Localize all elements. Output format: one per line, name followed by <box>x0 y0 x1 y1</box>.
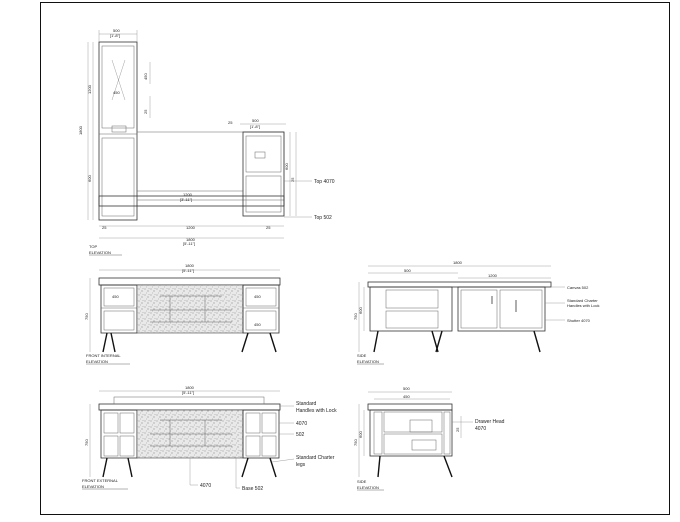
callout-canvas-502: Canvas 502 <box>567 285 589 290</box>
dim-sb-height-2: 600 <box>358 431 363 438</box>
view-title-fi-2: ELEVATION <box>86 359 108 364</box>
view-title-sb-1: SIDE <box>357 479 367 484</box>
dim-top-width-ft: [1'-8"] <box>110 33 120 38</box>
dim-top-right-a: 25 <box>228 120 233 125</box>
callout-standard-handles-1: Standard <box>296 401 317 407</box>
side-elevation-bottom: 500 450 750 600 25 Drawer Head 4070 SIDE… <box>353 386 505 491</box>
dim-top-overall-ft: [5'-11"] <box>183 241 195 246</box>
dim-top-depth-3: 600 <box>87 175 92 182</box>
callout-base-4070: 4070 <box>200 483 211 489</box>
view-title-fe-1: FRONT EXTERNAL <box>82 478 119 483</box>
callout-fe-4070: 4070 <box>296 421 307 427</box>
view-title-top-1: TOP <box>89 244 97 249</box>
dim-top-mid-ft: [3'-11"] <box>180 197 192 202</box>
callout-std-charter-handles-1: Standard Charter <box>567 298 598 303</box>
callout-base-502: Base 502 <box>242 486 263 492</box>
dim-top-bottom-a: 25 <box>102 225 107 230</box>
view-title-fi-1: FRONT INTERNAL <box>86 353 121 358</box>
dim-st-left: 500 <box>404 268 411 273</box>
callout-top-502: Top 502 <box>314 215 332 221</box>
dim-top-bottom-b: 1200 <box>186 225 196 230</box>
dim-top-inner-b: 25 <box>143 109 148 114</box>
dim-top-inner-a: 450 <box>143 73 148 80</box>
dim-top-right-b-ft: [1'-8"] <box>250 124 260 129</box>
callout-shutter-4070: Shutter 4070 <box>567 318 591 323</box>
dim-top-depth-2: 1200 <box>87 84 92 94</box>
dim-fi-drawer-a: 450 <box>112 294 119 299</box>
dim-fe-height: 750 <box>84 439 89 446</box>
dim-sb-overall: 500 <box>403 386 410 391</box>
dim-top-mid: 1200 <box>183 192 193 197</box>
side-elevation-top: 1800 500 1200 750 600 Canvas 502 Standar… <box>353 260 599 365</box>
dim-top-depth: 1800 <box>78 125 83 135</box>
dim-fi-drawer-b: 450 <box>254 294 261 299</box>
dim-top-bottom-c: 25 <box>266 225 271 230</box>
view-title-fe-2: ELEVATION <box>82 484 104 489</box>
view-title-st-1: SIDE <box>357 353 367 358</box>
front-external-elevation: 1800 [5'-11"] 750 Standard Handles with … <box>82 385 337 492</box>
front-internal-elevation: 1800 [5'-11"] 750 450 450 450 FRONT INTE… <box>84 263 281 365</box>
callout-drawer-head-2: 4070 <box>475 426 486 432</box>
dim-top-right-v2: 25 <box>290 177 295 182</box>
dim-top-width: 500 <box>113 28 120 33</box>
dim-sb-drawer: 25 <box>455 427 460 432</box>
dim-top-right-b: 500 <box>252 118 259 123</box>
sheet-border <box>40 2 670 515</box>
dim-st-right: 1200 <box>488 273 498 278</box>
dim-fe-overall: 1800 <box>185 385 195 390</box>
view-title-sb-2: ELEVATION <box>357 485 379 490</box>
dim-fi-overall: 1800 <box>185 263 195 268</box>
dim-st-overall: 1800 <box>453 260 463 265</box>
dim-top-inner-c: 450 <box>113 90 120 95</box>
view-title-st-2: ELEVATION <box>357 359 379 364</box>
callout-std-charter-handles-2: Handles with Lock <box>567 303 599 308</box>
callout-legs-2: legs <box>296 462 306 468</box>
callout-drawer-head-1: Drawer Head <box>475 419 505 425</box>
dim-sb-height: 750 <box>353 439 358 446</box>
dim-fi-overall-ft: [5'-11"] <box>182 268 194 273</box>
top-elevation: 500 [1'-8"] 1800 1200 600 450 25 450 25 … <box>78 28 335 256</box>
callout-legs-1: Standard Charter <box>296 455 335 461</box>
callout-fe-502: 502 <box>296 432 305 438</box>
callout-top-4070: Top 4070 <box>314 179 335 185</box>
dim-top-overall: 1800 <box>186 237 196 242</box>
dim-fi-height: 750 <box>84 313 89 320</box>
callout-standard-handles-2: Handles with Lock <box>296 408 337 414</box>
dim-fe-overall-ft: [5'-11"] <box>182 390 194 395</box>
dim-top-right-v: 600 <box>284 163 289 170</box>
view-title-top-2: ELEVATION <box>89 250 111 255</box>
dim-st-height: 750 <box>353 313 358 320</box>
dim-st-height-2: 600 <box>358 307 363 314</box>
dim-fi-drawer-c: 450 <box>254 322 261 327</box>
dim-sb-inner: 450 <box>403 394 410 399</box>
